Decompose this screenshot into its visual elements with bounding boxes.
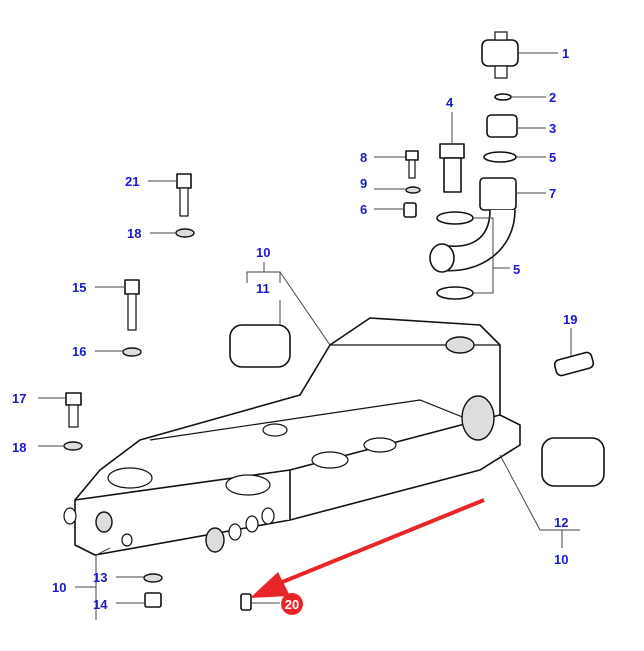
callout-1[interactable]: 1 (562, 46, 569, 61)
callout-3[interactable]: 3 (549, 121, 556, 136)
callout-7[interactable]: 7 (549, 186, 556, 201)
callout-12[interactable]: 12 (554, 515, 568, 530)
part-21-bolt (176, 173, 192, 217)
part-2-ring (494, 93, 512, 101)
part-3-nut (486, 114, 518, 138)
part-13-washer (143, 573, 163, 583)
highlight-arrow (250, 498, 485, 598)
callout-5b[interactable]: 5 (513, 262, 520, 277)
part-9-washer (405, 186, 421, 194)
part-20-pin (240, 593, 252, 611)
hydraulic-housing (63, 317, 521, 556)
callout-16[interactable]: 16 (72, 344, 86, 359)
callout-15[interactable]: 15 (72, 280, 86, 295)
callout-10[interactable]: 10 (256, 245, 270, 260)
callout-2[interactable]: 2 (549, 90, 556, 105)
part-18-washer (175, 228, 195, 238)
part-19-stud (553, 351, 595, 377)
part-4-valve (439, 143, 465, 193)
part-12-bushing (541, 437, 605, 487)
callout-18[interactable]: 18 (127, 226, 141, 241)
callout-21[interactable]: 21 (125, 174, 139, 189)
part-17-bolt (65, 392, 82, 428)
callout-10b[interactable]: 10 (554, 552, 568, 567)
callout-labels: 1 2 3 4 5 8 9 6 7 5 21 18 10 11 15 16 17… (12, 46, 577, 612)
callout-18b[interactable]: 18 (12, 440, 26, 455)
callout-20[interactable]: 20 (285, 597, 299, 612)
part-16-washer (122, 347, 142, 357)
callout-10c[interactable]: 10 (52, 580, 66, 595)
part-5-seal (483, 151, 517, 163)
callout-8[interactable]: 8 (360, 150, 367, 165)
callout-6[interactable]: 6 (360, 202, 367, 217)
callout-9[interactable]: 9 (360, 176, 367, 191)
leader-lines (38, 52, 580, 620)
part-15-bolt (124, 279, 140, 331)
part-8-bolt (405, 150, 419, 179)
part-14-plug (144, 592, 162, 608)
callout-13[interactable]: 13 (93, 570, 107, 585)
callout-4[interactable]: 4 (446, 95, 454, 110)
callout-14[interactable]: 14 (93, 597, 108, 612)
part-5-seal-lower (436, 286, 474, 300)
part-1-cap (481, 31, 519, 79)
callout-19[interactable]: 19 (563, 312, 577, 327)
callout-11[interactable]: 11 (256, 281, 270, 296)
highlight-badge[interactable] (281, 593, 303, 615)
callout-17[interactable]: 17 (12, 391, 26, 406)
part-11-bushing (229, 324, 291, 368)
callout-5[interactable]: 5 (549, 150, 556, 165)
part-6-sleeve (403, 202, 417, 218)
part-5-seal-upper (436, 211, 474, 225)
part-7-elbow (429, 177, 517, 273)
part-18-washer-lower (63, 441, 83, 451)
